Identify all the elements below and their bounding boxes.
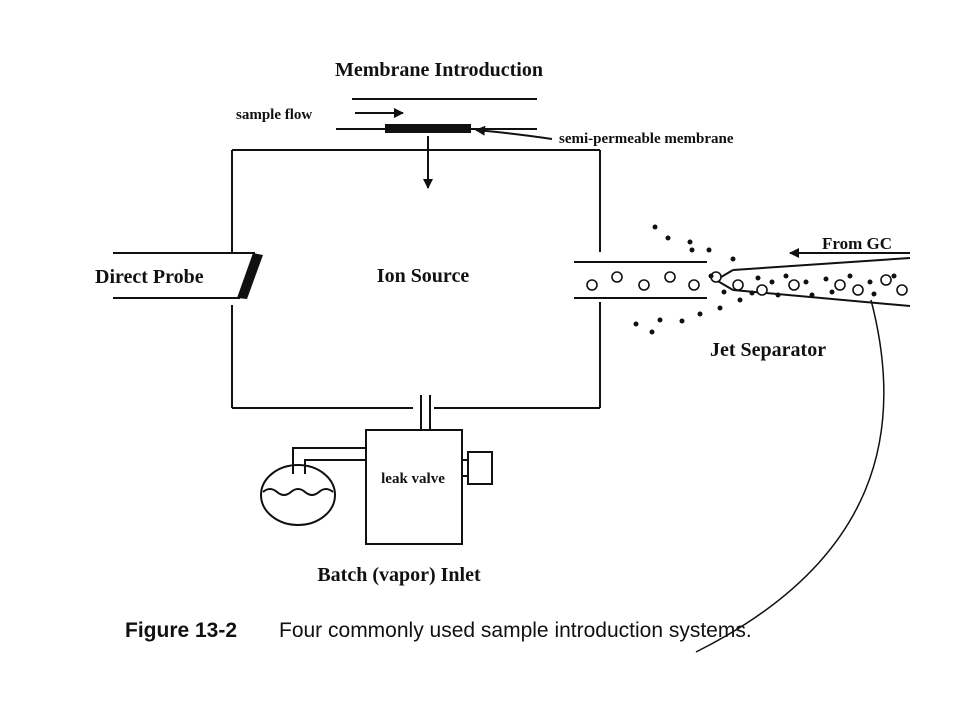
leak-valve-label: leak valve — [381, 471, 445, 487]
analyte-bubbles — [586, 271, 908, 296]
batch-inlet: leak valve Batch (vapor) Inlet — [260, 395, 493, 586]
jet-separator: From GC Jet Separator — [574, 224, 911, 361]
leak-valve-knob — [467, 451, 493, 485]
membrane-introduction-label: Membrane Introduction — [335, 59, 543, 81]
liquid-surface — [262, 488, 334, 496]
figure-caption: Figure 13-2 Four commonly used sample in… — [125, 619, 752, 642]
membrane-introduction: Membrane Introduction sample flow semi-p… — [236, 59, 734, 189]
ion-source-chamber — [231, 149, 601, 409]
membrane-pointer-arrow — [475, 125, 553, 140]
stray-pen-stroke — [695, 299, 885, 653]
batch-inlet-label: Batch (vapor) Inlet — [317, 564, 481, 586]
figure-number: Figure 13-2 — [125, 619, 237, 642]
carrier-gas-dots — [633, 224, 897, 335]
sample-flask — [260, 464, 336, 526]
jet-separator-label: Jet Separator — [710, 339, 826, 361]
leak-valve-box — [365, 429, 463, 545]
from-gc-label: From GC — [822, 234, 892, 253]
direct-probe: Direct Probe — [95, 252, 263, 299]
semi-permeable-membrane — [385, 124, 471, 133]
semi-permeable-membrane-label: semi-permeable membrane — [559, 131, 734, 147]
figure-caption-text: Four commonly used sample introduction s… — [279, 619, 752, 642]
direct-probe-label: Direct Probe — [95, 266, 204, 288]
sample-flow-label: sample flow — [236, 107, 312, 123]
ion-source-label: Ion Source — [377, 265, 470, 287]
direct-probe-tip — [237, 253, 263, 299]
